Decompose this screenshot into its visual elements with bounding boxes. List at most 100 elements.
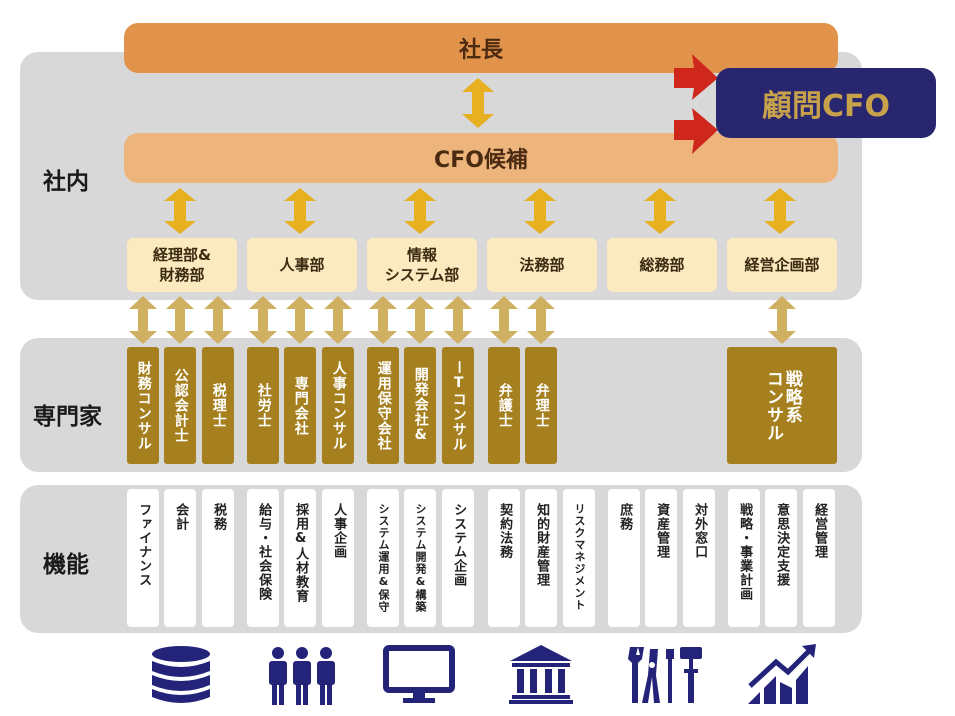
dept-spec-arrow xyxy=(406,296,434,344)
dept-spec-arrow xyxy=(129,296,157,344)
function-label: ファイナンス xyxy=(136,503,152,587)
specialist-box: 人事コンサル xyxy=(322,347,354,464)
function-label: 資産管理 xyxy=(654,503,670,559)
function-label: 意思決定支援 xyxy=(774,503,790,587)
database-icon xyxy=(150,645,212,705)
specialist-box: 弁理士 xyxy=(525,347,557,464)
function-box: 対外窓口 xyxy=(683,489,715,627)
function-label: 採用&人材教育 xyxy=(293,503,309,603)
function-box: 庶務 xyxy=(608,489,640,627)
function-box: システム開発&構築 xyxy=(404,489,436,627)
specialist-label: 公認会計士 xyxy=(172,368,189,443)
specialist-box: ーTコンサル xyxy=(442,347,474,464)
specialist-box: 運用保守会社 xyxy=(367,347,399,464)
dept-it: 情報 システム部 xyxy=(367,238,477,292)
president-bar: 社長 xyxy=(124,23,838,73)
people-icon xyxy=(266,645,338,707)
cfo-dept-arrow xyxy=(764,188,796,234)
cfo-candidate-bar: CFO候補 xyxy=(124,133,838,183)
function-band xyxy=(20,485,862,633)
function-label: 知的財産管理 xyxy=(534,503,550,587)
function-box: 給与・社会保険 xyxy=(247,489,279,627)
function-label: 契約法務 xyxy=(497,503,513,559)
dept-hr: 人事部 xyxy=(247,238,357,292)
specialist-label: 財務コンサル xyxy=(135,360,152,451)
advisor-cfo-box: 顧問CFO xyxy=(716,68,936,138)
dept-spec-arrow xyxy=(249,296,277,344)
function-label: 経営管理 xyxy=(812,503,828,559)
function-label: 人事企画 xyxy=(331,503,347,559)
tools-icon xyxy=(624,645,704,705)
specialist-box: 財務コンサル xyxy=(127,347,159,464)
function-label: 庶務 xyxy=(617,503,633,531)
function-box: システム企画 xyxy=(442,489,474,627)
row-label-specialists: 専門家 xyxy=(33,404,102,430)
specialist-label: 運用保守会社 xyxy=(375,360,392,451)
dept-spec-arrow xyxy=(768,296,796,344)
function-label: 税務 xyxy=(211,503,227,531)
row-label-internal: 社内 xyxy=(43,169,89,195)
growth-chart-icon xyxy=(746,642,818,706)
specialist-box: 社労士 xyxy=(247,347,279,464)
row-label-functions: 機能 xyxy=(43,552,89,578)
function-box: 知的財産管理 xyxy=(525,489,557,627)
president-label: 社長 xyxy=(458,38,503,63)
specialist-label: 専門会社 xyxy=(292,375,309,436)
function-box: システム運用&保守 xyxy=(367,489,399,627)
function-label: 会計 xyxy=(173,503,189,531)
dept-spec-arrow xyxy=(369,296,397,344)
specialist-label: ーTコンサル xyxy=(450,359,467,452)
function-label: 対外窓口 xyxy=(692,503,708,559)
specialist-label: 社労士 xyxy=(255,383,272,428)
dept-spec-arrow xyxy=(166,296,194,344)
dept-spec-arrow xyxy=(286,296,314,344)
function-label: 給与・社会保険 xyxy=(256,503,272,601)
dept-spec-arrow xyxy=(527,296,555,344)
specialist-label: 人事コンサル xyxy=(330,360,347,451)
advisor-red-arrow xyxy=(672,50,724,158)
cfo-candidate-label: CFO候補 xyxy=(434,148,528,173)
function-box: 意思決定支援 xyxy=(765,489,797,627)
specialist-label: 戦略系 コンサル xyxy=(763,369,802,442)
cfo-dept-arrow xyxy=(284,188,316,234)
specialist-band xyxy=(20,338,862,472)
dept-general-affairs: 総務部 xyxy=(607,238,717,292)
function-box: 会計 xyxy=(164,489,196,627)
function-box: 経営管理 xyxy=(803,489,835,627)
dept-spec-arrow xyxy=(490,296,518,344)
cfo-dept-arrow xyxy=(164,188,196,234)
function-box: 税務 xyxy=(202,489,234,627)
function-box: 資産管理 xyxy=(645,489,677,627)
function-box: 採用&人材教育 xyxy=(284,489,316,627)
specialist-box: 公認会計士 xyxy=(164,347,196,464)
function-label: 戦略・事業計画 xyxy=(737,503,753,601)
specialist-label: 弁護士 xyxy=(496,383,513,428)
dept-spec-arrow xyxy=(204,296,232,344)
cfo-dept-arrow xyxy=(404,188,436,234)
function-label: システム運用&保守 xyxy=(377,503,391,613)
specialist-label: 開発会社& xyxy=(412,367,429,444)
cfo-dept-arrow xyxy=(644,188,676,234)
specialist-label: 税理士 xyxy=(210,383,227,428)
function-box: 人事企画 xyxy=(322,489,354,627)
function-label: システム開発&構築 xyxy=(414,503,428,613)
function-label: システム企画 xyxy=(451,503,467,587)
dept-spec-arrow xyxy=(444,296,472,344)
dept-spec-arrow xyxy=(324,296,352,344)
function-box: 戦略・事業計画 xyxy=(728,489,760,627)
specialist-box: 開発会社& xyxy=(404,347,436,464)
specialist-label: 弁理士 xyxy=(533,383,550,428)
president-cfo-arrow xyxy=(462,78,494,128)
specialist-box: 弁護士 xyxy=(488,347,520,464)
specialist-box: 戦略系 コンサル xyxy=(727,347,837,464)
function-box: ファイナンス xyxy=(127,489,159,627)
dept-corporate-planning: 経営企画部 xyxy=(727,238,837,292)
dept-accounting-finance: 経理部& 財務部 xyxy=(127,238,237,292)
dept-legal: 法務部 xyxy=(487,238,597,292)
cfo-dept-arrow xyxy=(524,188,556,234)
monitor-icon xyxy=(383,645,455,705)
specialist-box: 税理士 xyxy=(202,347,234,464)
function-label: リスクマネジメント xyxy=(573,503,587,611)
bank-icon xyxy=(508,643,574,705)
advisor-cfo-label: 顧問CFO xyxy=(761,89,890,124)
